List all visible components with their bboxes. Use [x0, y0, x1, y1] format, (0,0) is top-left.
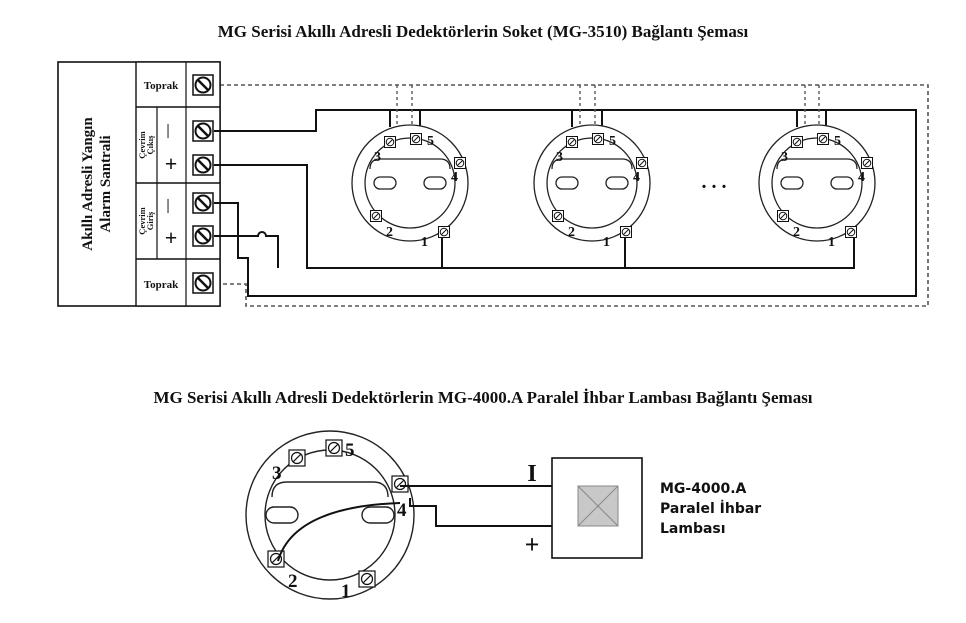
socket-1-terminal-2: 2: [386, 225, 393, 240]
lamp-plus-sign: +: [525, 530, 540, 559]
socket-1-terminal-5: 5: [427, 134, 434, 149]
more-detectors-ellipsis: . . .: [702, 171, 727, 193]
loop-in-minus-screw: [191, 191, 215, 215]
earth-label-top: Toprak: [144, 80, 179, 92]
socket-3-terminal-1: 1: [828, 235, 835, 250]
loop-in-label-line1: Çevrim: [137, 207, 147, 234]
bottom-diagram-title: MG Serisi Akıllı Adresli Dedektörlerin M…: [153, 388, 813, 407]
top-diagram-title: MG Serisi Akıllı Adresli Dedektörlerin S…: [217, 22, 749, 41]
loop-out-minus: —: [160, 123, 175, 139]
socket-2-terminal-3: 3: [556, 150, 563, 165]
socket-2-terminal-1: 1: [603, 235, 610, 250]
socket-2-terminal-5: 5: [609, 134, 616, 149]
socket-2-terminal-2: 2: [568, 225, 575, 240]
socket-lamp-diagram: [245, 430, 415, 600]
loop-in-plus-screw: [191, 224, 215, 248]
lamp-label-line3: Lambası: [660, 521, 726, 537]
earth-label-bottom: Toprak: [144, 279, 179, 291]
shield-dashed-wires: [396, 85, 820, 125]
lamp-socket-terminal-2: 2: [288, 571, 298, 592]
socket-3: [758, 124, 876, 242]
socket-1: [351, 124, 469, 242]
socket-1-terminal-3: 3: [374, 150, 381, 165]
lamp-socket-terminal-3: 3: [272, 463, 282, 484]
socket-2-terminal-4: 4: [633, 170, 640, 185]
loop-in-minus: —: [160, 198, 175, 214]
panel-name-line1: Akıllı Adresli Yangın: [80, 117, 96, 251]
lamp-socket-terminal-4: 4: [397, 500, 407, 521]
socket-3-terminal-2: 2: [793, 225, 800, 240]
socket-1-terminal-4: 4: [451, 170, 458, 185]
socket-3-terminal-3: 3: [781, 150, 788, 165]
lamp-minus-sign: I: [527, 461, 536, 487]
socket-3-terminal-5: 5: [834, 134, 841, 149]
socket-2: [533, 124, 651, 242]
loop-out-label-line2: Çıkış: [145, 135, 155, 155]
earth-dashed-loop: [220, 84, 929, 307]
lamp-label-line1: MG-4000.A: [660, 481, 747, 497]
loop-in-plus: +: [165, 225, 178, 250]
loop-out-label-line1: Çevrim: [137, 131, 147, 158]
lamp-wires: [277, 485, 552, 562]
socket-1-terminal-1: 1: [421, 235, 428, 250]
lamp-label-line2: Paralel İhbar: [660, 500, 761, 517]
earth-terminal-top-screw: [191, 73, 215, 97]
loop-out-plus-screw: [191, 153, 215, 177]
socket-3-terminal-4: 4: [858, 170, 865, 185]
earth-terminal-bottom-screw: [191, 271, 215, 295]
panel-name-line2: Alarm Santrali: [98, 135, 114, 232]
loop-wires: [214, 109, 917, 297]
loop-out-plus: +: [165, 151, 178, 176]
loop-in-label-line2: Giriş: [145, 211, 155, 230]
lamp-socket-terminal-5: 5: [345, 440, 355, 461]
loop-out-minus-screw: [191, 119, 215, 143]
lamp-socket-terminal-1: 1: [341, 581, 351, 602]
